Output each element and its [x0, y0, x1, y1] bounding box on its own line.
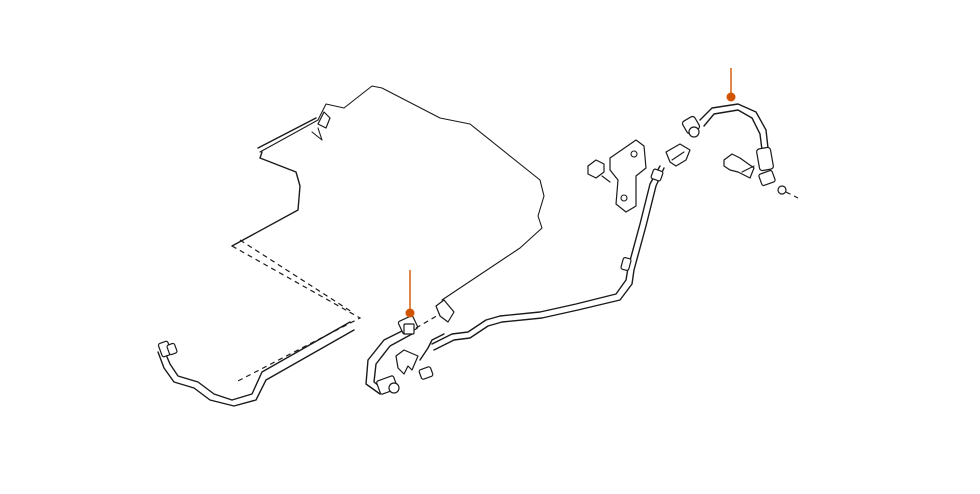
rear-hose-bracket [395, 349, 419, 375]
front-brake-hose-callout[interactable] [726, 68, 736, 102]
main-brake-tube [431, 165, 661, 345]
upper-clip [311, 111, 331, 141]
rear-brake-hose [365, 315, 419, 395]
rear-tube-fitting [418, 366, 434, 380]
front-mounting-bracket [609, 139, 647, 213]
front-hose-washer [777, 185, 799, 199]
hidden-tube-section-inner [239, 239, 353, 313]
rear-brake-hose-callout[interactable] [405, 270, 415, 318]
left-tube-end-fitting [157, 340, 178, 358]
front-hose-bolt [723, 153, 755, 179]
rear-hose-clip [415, 299, 455, 329]
left-brake-tube [231, 151, 301, 247]
left-brake-tube-lower-inner [157, 329, 355, 407]
left-brake-tube-lower [163, 321, 351, 401]
body-panel-outline [259, 85, 545, 301]
rear-short-tube [419, 333, 445, 361]
front-bracket-bolt [587, 159, 611, 183]
front-brake-hose [681, 103, 776, 187]
main-brake-tube-inner [433, 167, 665, 351]
main-tube-fittings [620, 168, 664, 271]
front-hose-clip [665, 143, 691, 167]
left-brake-tube-upper-inner [257, 117, 317, 149]
hidden-tube-section [231, 245, 362, 383]
